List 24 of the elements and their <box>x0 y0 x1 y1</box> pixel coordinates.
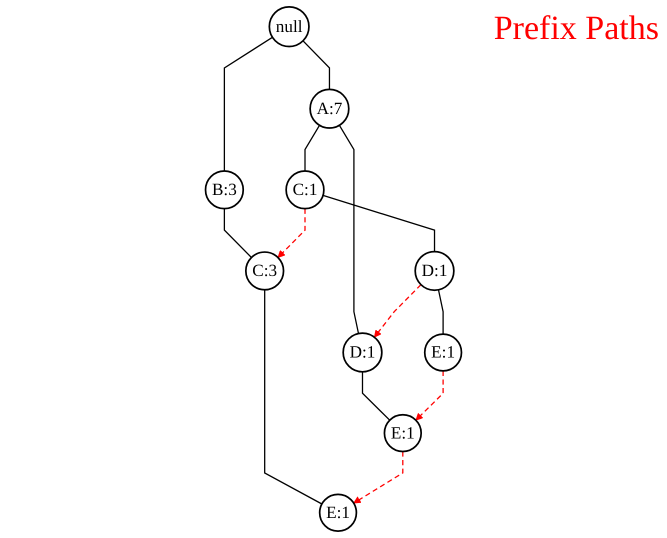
connector <box>224 36 273 171</box>
arrow <box>416 370 444 421</box>
node-circle: D:1 <box>414 250 455 292</box>
connector <box>438 290 444 334</box>
node-circle: E:1 <box>318 494 358 532</box>
connector <box>264 290 322 505</box>
connector <box>304 124 320 171</box>
connector <box>224 208 252 258</box>
connector <box>302 40 330 90</box>
connector <box>362 372 390 421</box>
node-circle: A:7 <box>309 88 350 129</box>
arrow <box>278 208 306 258</box>
node-circle: B:3 <box>204 170 244 210</box>
node-circle: C:3 <box>244 251 284 291</box>
arrow <box>374 284 422 338</box>
node-circle: E:1 <box>424 333 462 372</box>
arrow <box>353 451 404 504</box>
connector <box>322 194 436 252</box>
title: Prefix Paths <box>494 10 659 48</box>
node-circle: null <box>268 6 310 48</box>
node-circle: E:1 <box>384 414 422 452</box>
node-circle: C:1 <box>285 170 325 210</box>
node-circle: D:1 <box>342 332 383 373</box>
connector <box>338 124 360 334</box>
